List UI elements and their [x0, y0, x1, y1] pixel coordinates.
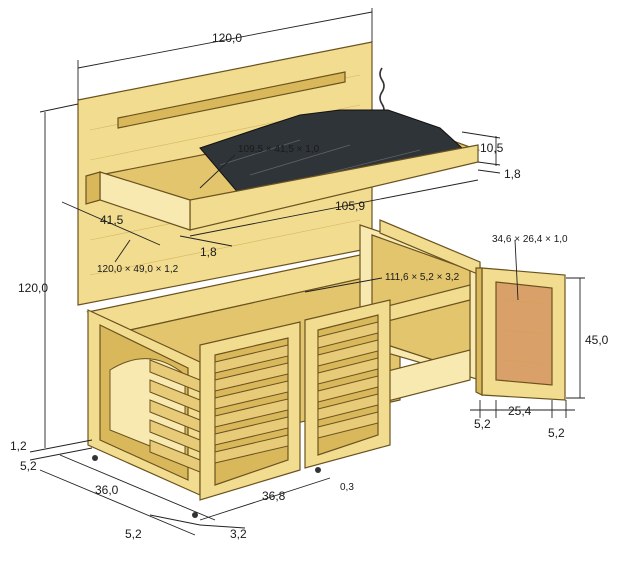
chain [379, 67, 385, 117]
label-door-width: 25,4 [508, 404, 532, 418]
dimension-lines [29, 8, 585, 536]
right-louver-door [304, 299, 391, 469]
label-left-leg: 5,2 [20, 459, 37, 473]
label-tray-side-thickness: 1,8 [200, 245, 217, 259]
label-tray-side: 41,5 [100, 213, 124, 227]
label-backboard-width: 120,0 [212, 31, 242, 45]
left-louver-door [199, 321, 301, 501]
label-shelf-board: 111,6 × 5,2 × 3,2 [385, 272, 460, 283]
feet [92, 455, 321, 518]
label-front-leg: 5,2 [125, 527, 142, 541]
panel-door [475, 267, 566, 401]
dimension-labels: 120,0 120,0 10,5 1,8 109,5 × 41,5 × 1,0 … [10, 31, 609, 541]
folding-tray [85, 109, 481, 231]
label-tray-liner: 109,5 × 41,5 × 1,0 [238, 144, 320, 155]
label-front-leg-thickness: 3,2 [230, 527, 247, 541]
label-door-panel: 34,6 × 26,4 × 1,0 [492, 234, 568, 245]
label-gap: 0,3 [340, 482, 354, 493]
label-tray-thickness: 1,8 [504, 167, 521, 181]
label-backboard-panel: 120,0 × 49,0 × 1,2 [97, 264, 179, 275]
label-total-height: 120,0 [18, 281, 48, 295]
left-side-slats [149, 359, 201, 473]
label-foot-height: 1,2 [10, 439, 27, 453]
label-side-depth: 36,0 [95, 483, 119, 497]
label-front-width: 36,8 [262, 489, 286, 503]
label-tray-length: 105,9 [335, 199, 365, 213]
label-door-left-frame: 5,2 [474, 417, 491, 431]
label-tray-depth: 10,5 [480, 141, 504, 155]
label-door-right-frame: 5,2 [548, 426, 565, 440]
label-door-height: 45,0 [585, 333, 609, 347]
